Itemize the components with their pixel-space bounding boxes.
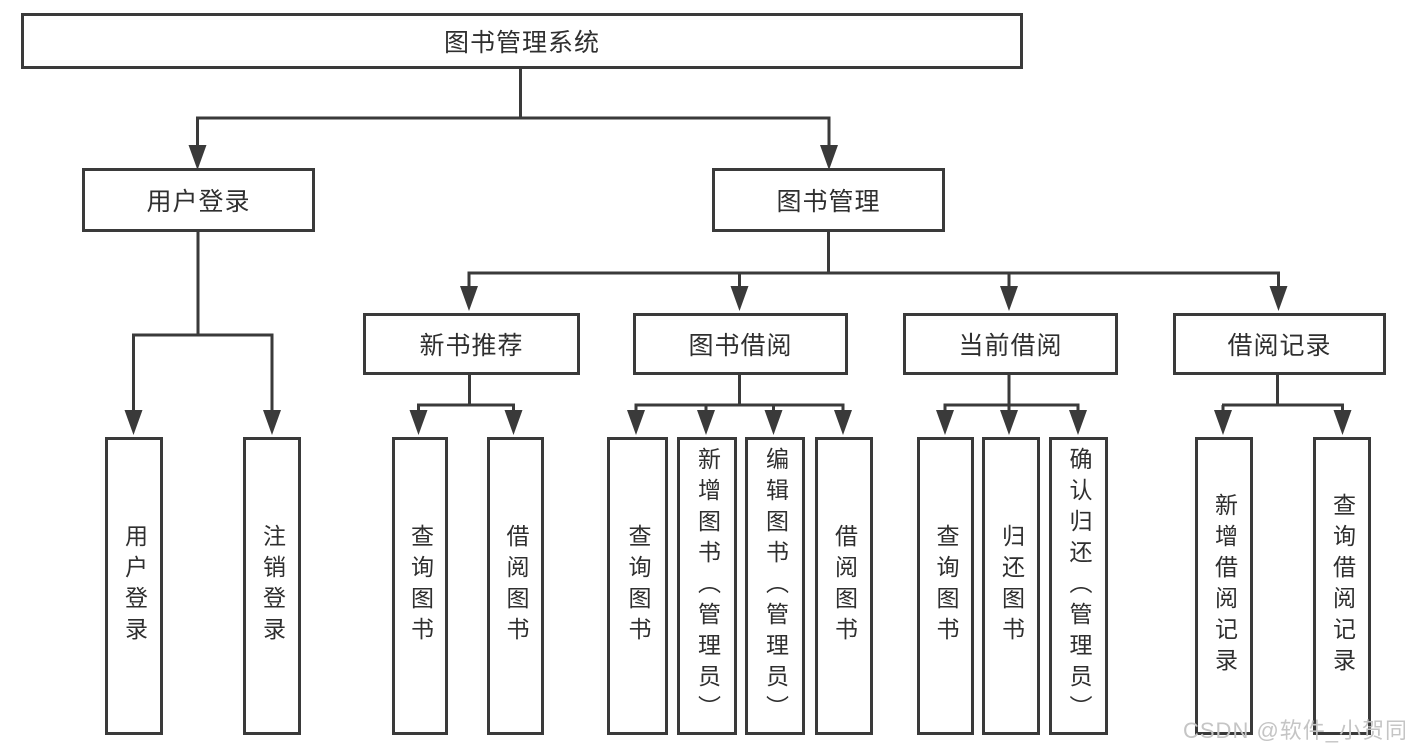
leaf-query-books-recommend: 查询图书: [392, 437, 448, 735]
edge-new-book-recommend-to-leaves: [417, 375, 515, 415]
leaf-add-borrow-record: 新增借阅记录: [1195, 437, 1253, 735]
edge-book-borrowing-to-leaves: [634, 375, 845, 415]
leaf-add-borrow-record-label: 新增借阅记录: [1211, 493, 1238, 679]
edge-user-login-to-leaves: [132, 232, 274, 415]
leaf-query-books-current: 查询图书: [917, 437, 974, 735]
node-borrow-records: 借阅记录: [1173, 313, 1386, 375]
arrowhead-current-borrowing: [1000, 286, 1018, 311]
leaf-user-login: 用户登录: [105, 437, 163, 735]
arrowhead-user-login: [188, 145, 207, 170]
edge-root-to-level2: [196, 69, 831, 150]
leaf-user-login-label: 用户登录: [121, 524, 148, 648]
node-user-login: 用户登录: [82, 168, 315, 232]
leaf-query-borrow-record: 查询借阅记录: [1313, 437, 1371, 735]
node-book-management-label: 图书管理: [776, 188, 881, 216]
arrowhead-leaf-confirm-return: [1069, 410, 1087, 435]
leaf-query-books-recommend-label: 查询图书: [407, 524, 434, 648]
leaf-return-books: 归还图书: [982, 437, 1040, 735]
arrowhead-book-management: [820, 145, 838, 170]
arrowhead-book-borrowing: [730, 286, 749, 311]
leaf-confirm-return-admin-label: 确认归还（管理员）: [1066, 446, 1092, 726]
node-root: 图书管理系统: [21, 13, 1023, 69]
watermark: CSDN @软件_小贺同学: [1183, 718, 1405, 743]
leaf-query-books-borrowing-label: 查询图书: [625, 524, 651, 648]
node-book-management: 图书管理: [712, 168, 945, 232]
leaf-add-books-admin-label: 新增图书（管理员）: [694, 446, 721, 726]
leaf-logout-login-label: 注销登录: [259, 524, 286, 648]
node-user-login-label: 用户登录: [146, 188, 251, 216]
leaf-query-books-current-label: 查询图书: [933, 524, 959, 648]
leaf-edit-books-admin-label: 编辑图书（管理员）: [762, 446, 789, 726]
arrowhead-leaf-add-books: [697, 410, 715, 435]
leaf-borrow-books-recommend-label: 借阅图书: [503, 524, 529, 648]
arrowhead-borrow-records: [1269, 286, 1288, 311]
arrowhead-leaf-query-books-2: [627, 410, 645, 435]
arrowhead-leaf-query-books-1: [409, 410, 428, 435]
leaf-edit-books-admin: 编辑图书（管理员）: [745, 437, 805, 735]
node-book-borrowing-label: 图书借阅: [688, 332, 793, 360]
node-borrow-records-label: 借阅记录: [1227, 332, 1332, 360]
edge-book-management-to-level3: [467, 232, 1280, 291]
leaf-borrow-books-recommend: 借阅图书: [487, 437, 544, 735]
node-book-borrowing: 图书借阅: [633, 313, 848, 375]
node-root-label: 图书管理系统: [443, 29, 600, 57]
arrowhead-leaf-user-login: [124, 410, 143, 435]
leaf-query-books-borrowing: 查询图书: [607, 437, 668, 735]
arrowhead-leaf-query-books-3: [936, 410, 954, 435]
node-current-borrowing: 当前借阅: [903, 313, 1118, 375]
arrowhead-leaf-query-borrow-record: [1333, 410, 1352, 435]
arrowhead-leaf-logout-login: [263, 410, 281, 435]
node-new-book-recommend: 新书推荐: [363, 313, 580, 375]
arrowhead-leaf-return-books: [1000, 410, 1018, 435]
leaf-confirm-return-admin: 确认归还（管理员）: [1049, 437, 1108, 735]
arrowhead-leaf-borrow-books-2: [834, 410, 852, 435]
leaf-logout-login: 注销登录: [243, 437, 301, 735]
arrowhead-leaf-add-borrow-record: [1214, 410, 1232, 435]
arrowhead-leaf-edit-books: [764, 410, 783, 435]
leaf-add-books-admin: 新增图书（管理员）: [677, 437, 737, 735]
leaf-query-borrow-record-label: 查询借阅记录: [1329, 493, 1356, 679]
leaf-borrow-books-borrowing: 借阅图书: [815, 437, 873, 735]
arrowhead-leaf-borrow-books-1: [504, 410, 523, 435]
edge-current-borrowing-to-leaves: [943, 375, 1080, 415]
leaf-return-books-label: 归还图书: [998, 524, 1025, 648]
node-new-book-recommend-label: 新书推荐: [419, 332, 524, 360]
arrowhead-new-book-recommend: [460, 286, 478, 311]
node-current-borrowing-label: 当前借阅: [958, 332, 1063, 360]
edge-borrow-records-to-leaves: [1221, 375, 1344, 415]
leaf-borrow-books-borrowing-label: 借阅图书: [831, 524, 858, 648]
